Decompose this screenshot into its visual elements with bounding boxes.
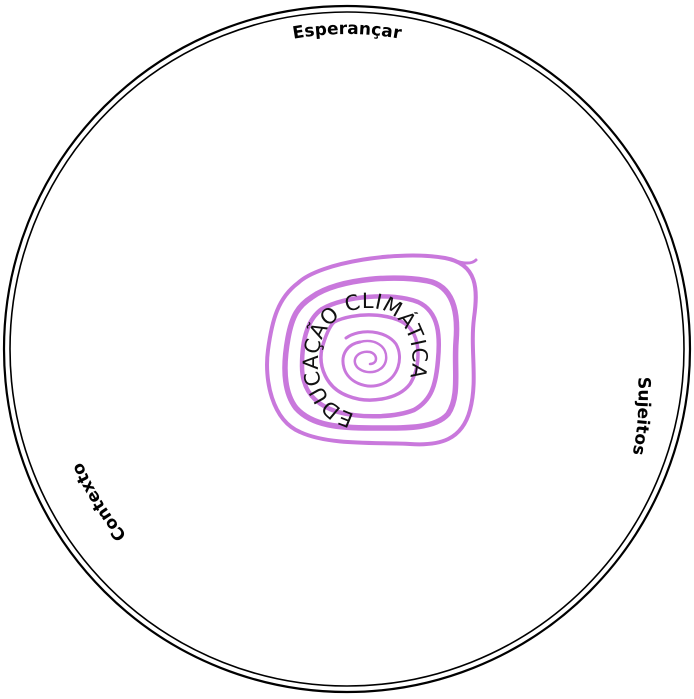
label-esperancar: Esperançar [291,19,403,44]
spiral-ring-2 [282,275,460,431]
spiral-ring-3 [299,294,442,419]
label-sujeitos: Sujeitos [628,377,654,457]
spiral-drawing [265,253,478,447]
outer-ring-line-inner [9,11,685,687]
spiral-ring-5 [341,330,401,388]
outer-ring [2,4,692,694]
spiral-core [353,339,388,374]
spiral-ring-4 [319,313,420,402]
label-contexto: Contexto [68,460,131,545]
label-sujeitos-text: Sujeitos [628,377,654,457]
label-esperancar-text: Esperançar [291,19,403,44]
spiral-tail [443,256,478,265]
outer-ring-line-outer [2,4,692,694]
label-contexto-text: Contexto [68,460,131,545]
